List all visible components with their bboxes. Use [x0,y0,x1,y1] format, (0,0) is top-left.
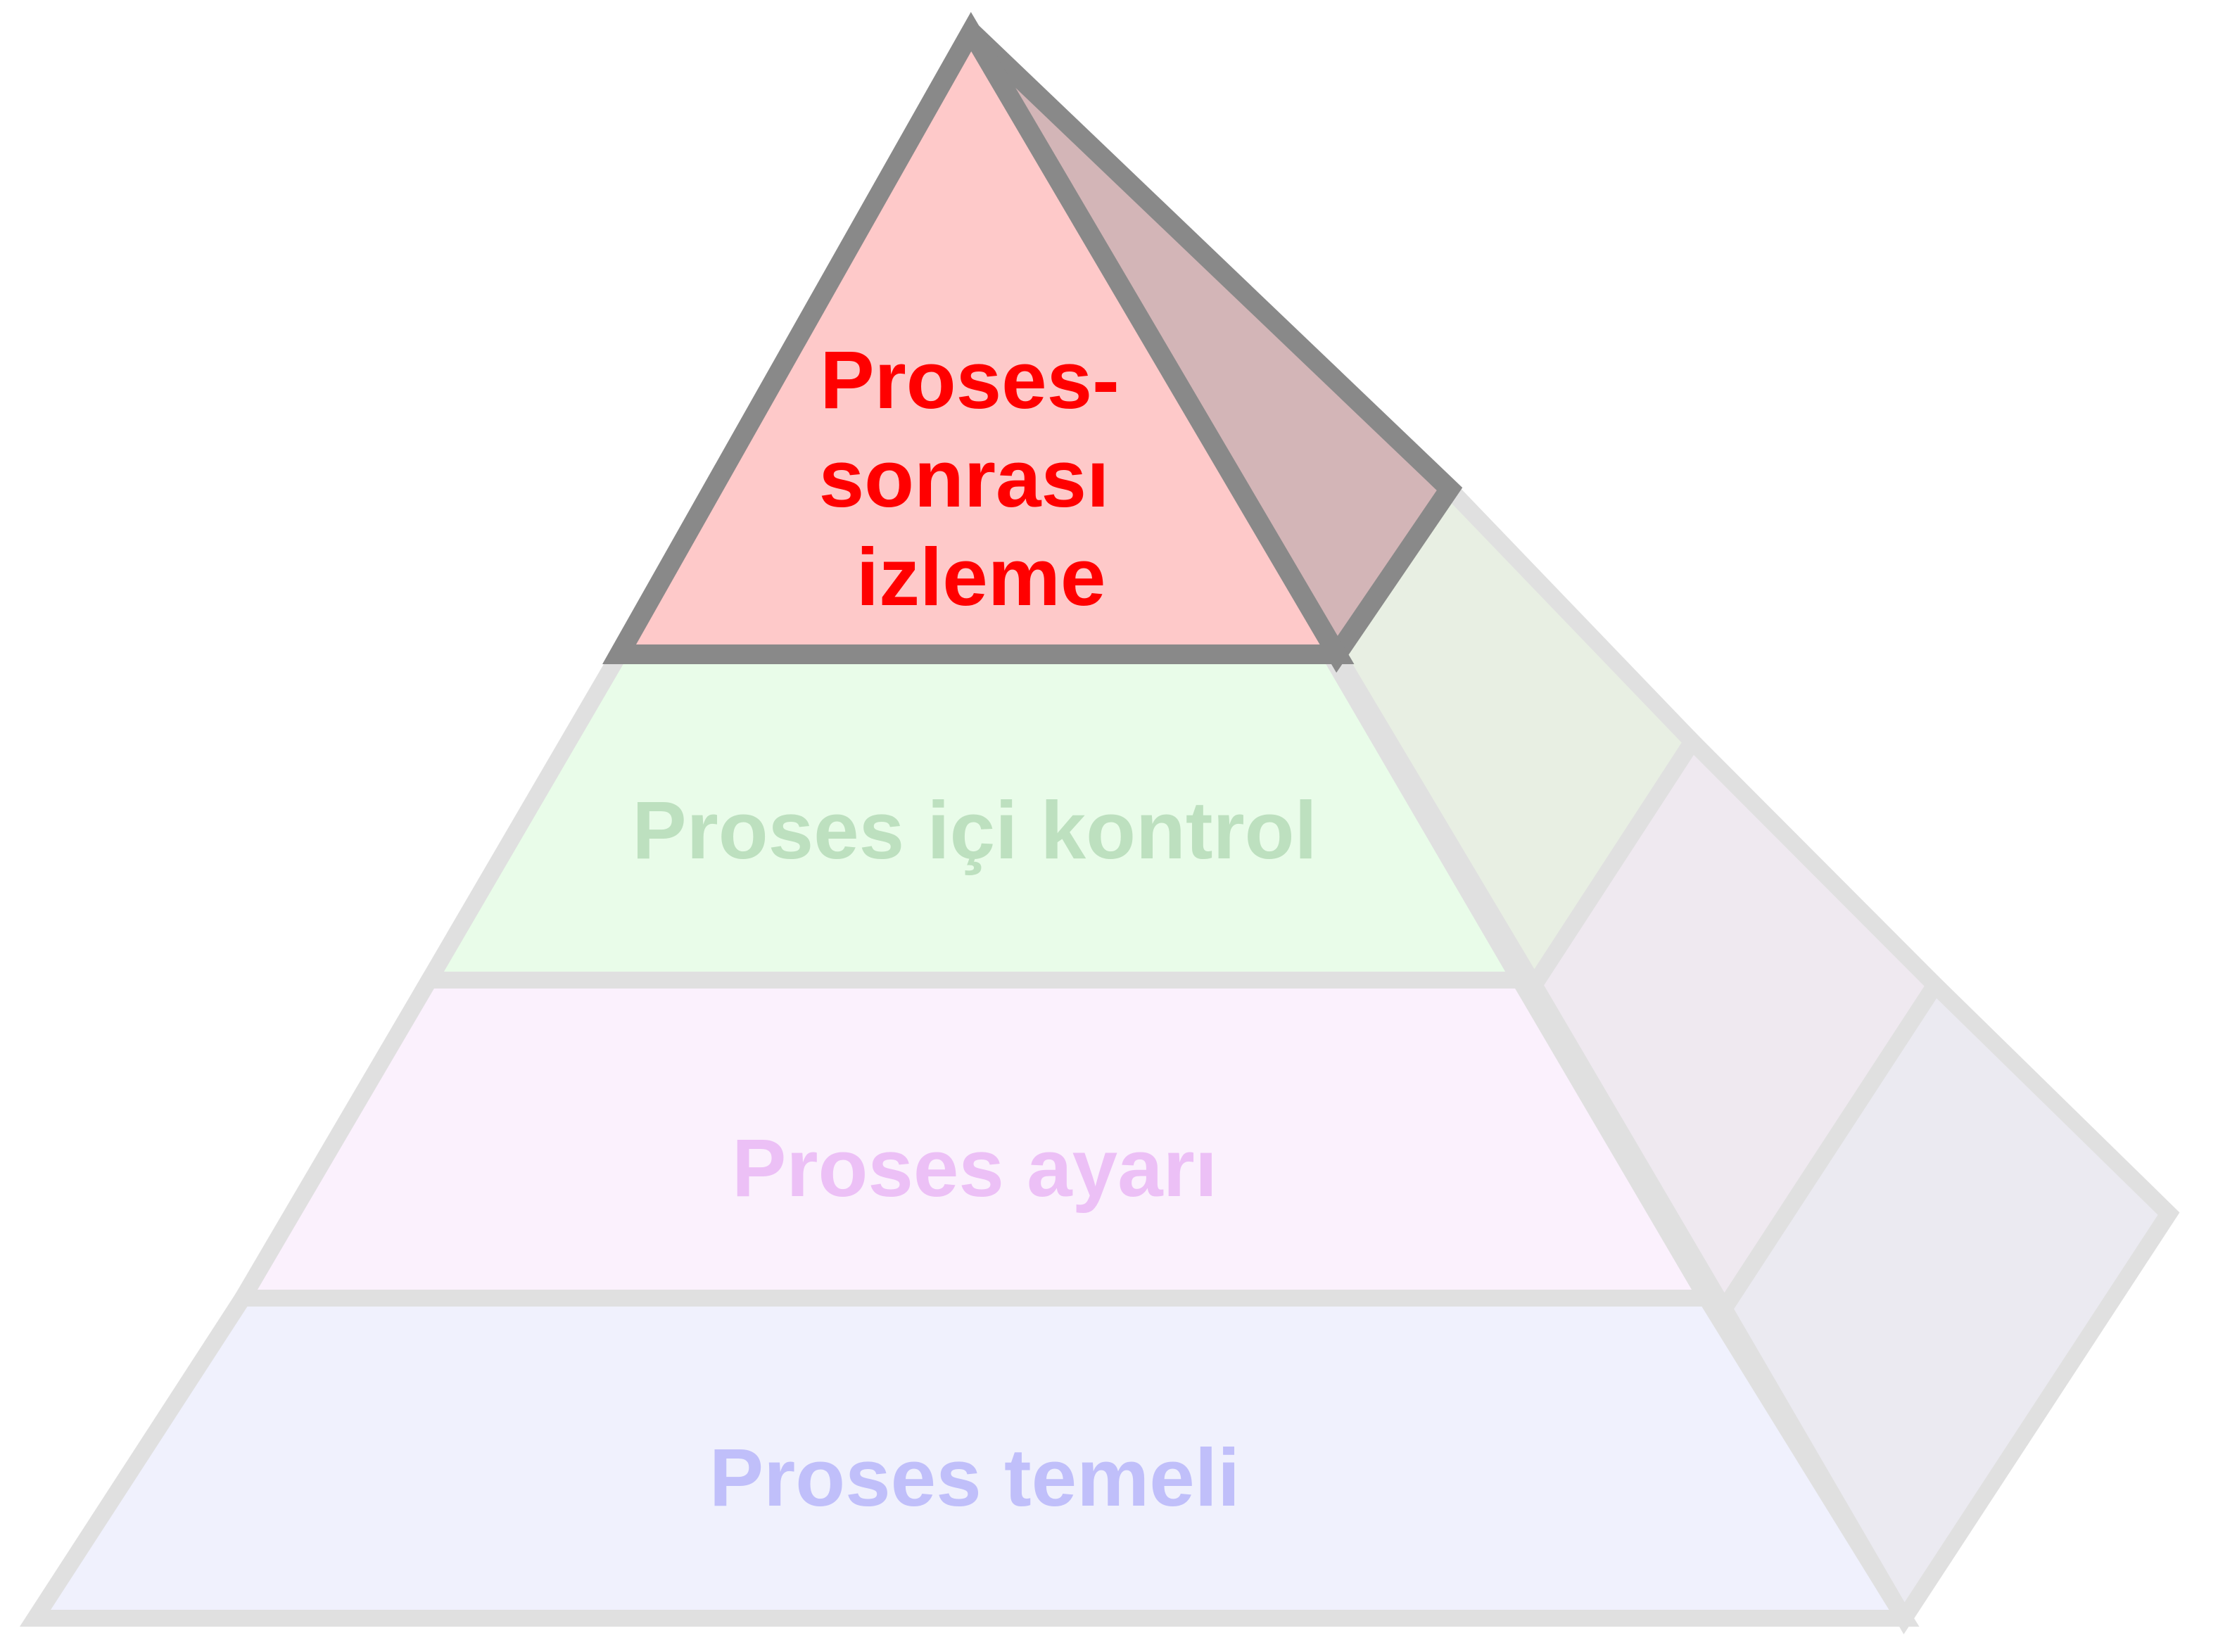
label-upper-middle: Proses içi kontrol [632,784,1317,876]
pyramid-top-section [602,11,1463,673]
pyramid-labels: Proses- sonrası izleme Proses içi kontro… [632,334,1317,1523]
label-lower-middle: Proses ayarı [732,1122,1217,1214]
pyramid-front-faces [19,646,1920,1627]
front-face-top [602,11,1355,664]
label-base: Proses temeli [709,1432,1240,1523]
label-top-line-3: izleme [834,531,1106,623]
label-top-line-2: sonrası [819,433,1110,524]
label-top-line-1: Proses- [820,334,1120,426]
